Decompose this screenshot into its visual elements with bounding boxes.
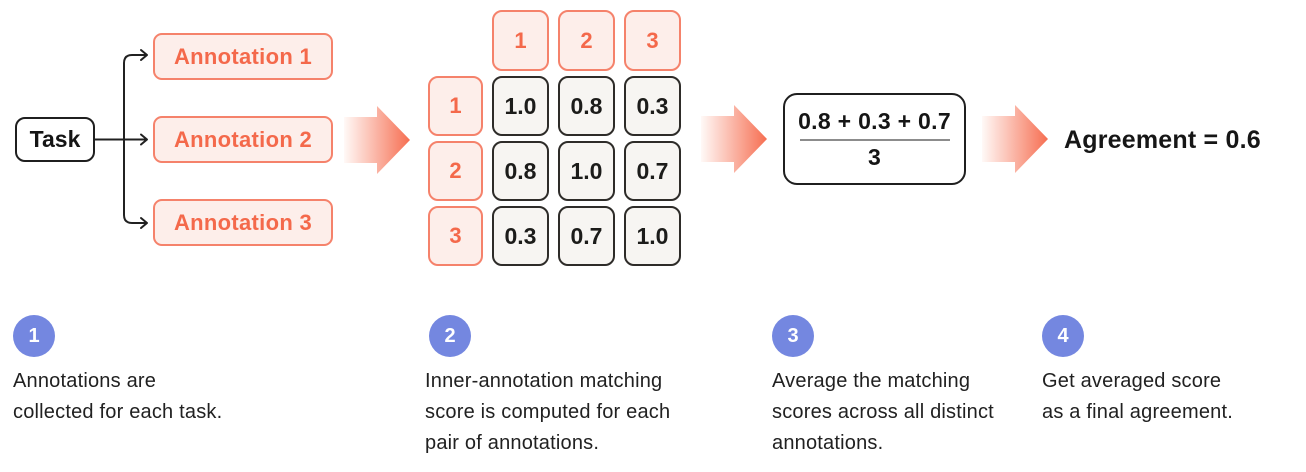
branch-line-outer: [123, 54, 147, 224]
matrix-cell-2-1: 0.8: [492, 141, 549, 201]
task-branch-connector: [95, 49, 148, 229]
matrix-cell-2-3: 0.7: [624, 141, 681, 201]
matrix-col-header-1: 1: [492, 10, 549, 71]
matrix-corner-spacer: [428, 10, 483, 71]
matrix-cell-1-3: 0.3: [624, 76, 681, 136]
step-3-description: Average the matching scores across all d…: [772, 370, 994, 454]
step-2-number: 2: [444, 324, 456, 347]
matrix-cell-3-2: 0.7: [558, 206, 615, 266]
step-1-description: Annotations are collected for each task.: [13, 370, 223, 423]
task-label: Task: [29, 126, 81, 152]
flow-arrow-1-icon: [344, 106, 410, 174]
annotation-box-2: Annotation 2: [153, 116, 333, 163]
step-badge-3: 3: [772, 315, 814, 357]
step-1-number: 1: [28, 324, 40, 347]
matrix-cell-3-3: 1.0: [624, 206, 681, 266]
step-badge-1: 1: [13, 315, 55, 357]
annotation-2-label: Annotation 2: [173, 126, 313, 152]
matrix-row-header-1: 1: [428, 76, 483, 136]
step-4-number: 4: [1057, 324, 1069, 347]
flow-arrow-2-icon: [701, 105, 767, 173]
step-2-description: Inner-annotation matching score is compu…: [425, 370, 671, 454]
matrix-row-header-2: 2: [428, 141, 483, 201]
average-formula-box: 0.8 + 0.3 + 0.7 3: [783, 93, 966, 185]
matrix-col-header-2: 2: [558, 10, 615, 71]
matching-score-matrix: 1 2 3 1 1.0 0.8 0.3 2 0.8 1.0 0.7 3 0.3 …: [428, 10, 681, 266]
annotation-box-1: Annotation 1: [153, 33, 333, 80]
fraction-denominator: 3: [867, 143, 882, 170]
annotation-1-label: Annotation 1: [173, 43, 313, 69]
step-badge-2: 2: [429, 315, 471, 357]
fraction-line: [799, 138, 950, 141]
matrix-cell-2-2: 1.0: [558, 141, 615, 201]
fraction-numerator: 0.8 + 0.3 + 0.7: [798, 107, 951, 134]
matrix-col-header-3: 3: [624, 10, 681, 71]
task-box: Task: [15, 117, 95, 162]
annotation-box-3: Annotation 3: [153, 199, 333, 246]
step-3-number: 3: [787, 324, 799, 347]
flow-arrow-3-icon: [982, 105, 1048, 173]
matrix-row-header-3: 3: [428, 206, 483, 266]
arrowhead-top-icon: [140, 49, 148, 61]
matrix-cell-1-2: 0.8: [558, 76, 615, 136]
arrowhead-middle-icon: [140, 133, 148, 146]
step-4-description: Get averaged score as a final agreement.: [1042, 370, 1233, 423]
agreement-result: Agreement = 0.6: [1064, 126, 1261, 154]
matrix-cell-3-1: 0.3: [492, 206, 549, 266]
step-badge-4: 4: [1042, 315, 1084, 357]
annotation-3-label: Annotation 3: [173, 209, 313, 235]
arrowhead-bottom-icon: [140, 217, 148, 229]
matrix-cell-1-1: 1.0: [492, 76, 549, 136]
